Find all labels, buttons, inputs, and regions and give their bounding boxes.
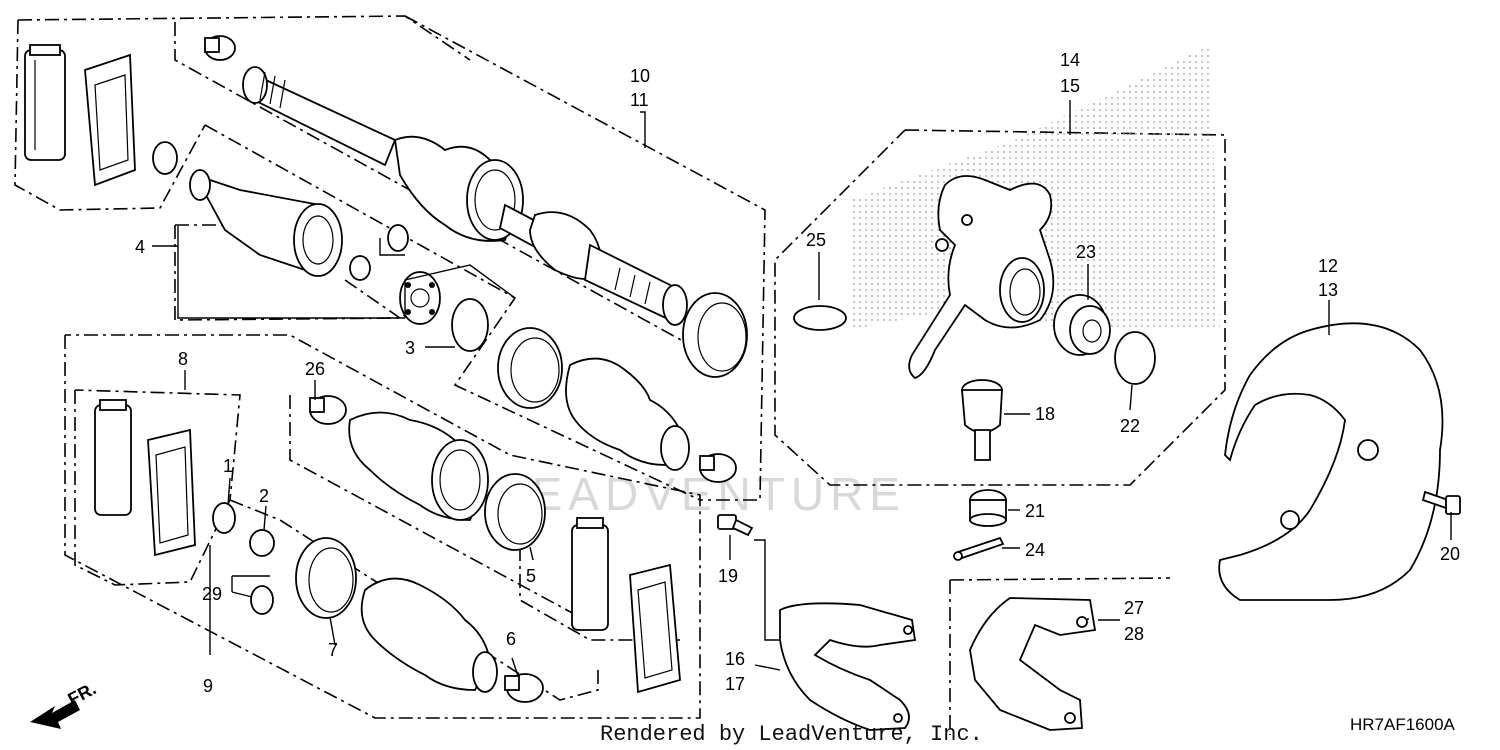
callout-13: 13 bbox=[1318, 280, 1338, 300]
grease-tube-lower bbox=[94, 399, 132, 516]
callout-1: 1 bbox=[223, 456, 233, 476]
callout-8: 8 bbox=[178, 349, 188, 369]
snap-ring-2 bbox=[249, 529, 275, 557]
axle-shaft bbox=[242, 66, 688, 326]
wheel-bearing bbox=[1053, 294, 1111, 356]
cotter-pin bbox=[953, 536, 1005, 561]
front-direction-arrow bbox=[30, 700, 80, 729]
callout-11: 11 bbox=[630, 90, 649, 110]
callout-6: 6 bbox=[506, 629, 516, 649]
grease-sachet-lower bbox=[147, 428, 196, 557]
bolt-19 bbox=[717, 514, 754, 537]
grease-tube-top bbox=[24, 44, 66, 161]
callout-2: 2 bbox=[259, 486, 269, 506]
circlip-top bbox=[152, 141, 178, 175]
callout-18: 18 bbox=[1035, 404, 1055, 424]
callout-24: 24 bbox=[1025, 540, 1045, 560]
bolt-20 bbox=[1421, 490, 1461, 515]
callout-23: 23 bbox=[1076, 242, 1096, 262]
clamp-6 bbox=[504, 673, 544, 703]
leader-lines bbox=[152, 100, 1452, 677]
clamp-mid bbox=[699, 453, 737, 483]
callout-29: 29 bbox=[202, 584, 222, 604]
inner-joint-housing bbox=[189, 169, 343, 277]
callout-5: 5 bbox=[526, 566, 536, 586]
callout-21: 21 bbox=[1025, 501, 1045, 521]
clamp-top bbox=[204, 35, 236, 61]
grease-tube-right bbox=[571, 517, 609, 631]
callout-15: 15 bbox=[1060, 76, 1080, 96]
ball-joint bbox=[961, 379, 1003, 461]
callout-20: 20 bbox=[1440, 544, 1460, 564]
callout-25: 25 bbox=[806, 230, 826, 250]
boot-inner bbox=[360, 577, 498, 693]
diagram-code: HR7AF1600A bbox=[1350, 715, 1456, 734]
circlip-3 bbox=[451, 298, 489, 352]
callout-9: 9 bbox=[203, 676, 213, 696]
callout-10: 10 bbox=[630, 66, 650, 86]
grease-sachet-right bbox=[629, 563, 681, 694]
snap-ring-small-1 bbox=[349, 255, 371, 281]
callout-labels: 10 11 4 3 14 15 25 23 12 13 18 22 21 24 … bbox=[135, 50, 1460, 696]
clamp-26 bbox=[309, 395, 347, 425]
callout-3: 3 bbox=[405, 338, 415, 358]
boot-lower bbox=[348, 411, 489, 521]
snap-ring-small-2 bbox=[387, 224, 409, 252]
callout-22: 22 bbox=[1120, 416, 1140, 436]
bearing-cage bbox=[399, 271, 441, 325]
boot-band-7 bbox=[295, 537, 357, 619]
circlip-29 bbox=[250, 585, 274, 615]
steering-knuckle bbox=[908, 175, 1055, 379]
circlip-1 bbox=[212, 502, 236, 534]
callout-17: 17 bbox=[725, 674, 745, 694]
callout-4: 4 bbox=[135, 237, 145, 257]
callout-14: 14 bbox=[1060, 50, 1080, 70]
clamp-band-large bbox=[682, 292, 748, 378]
callout-19: 19 bbox=[718, 566, 738, 586]
bracket-16 bbox=[779, 602, 917, 731]
credit-text: Rendered by LeadVenture, Inc. bbox=[600, 722, 983, 747]
castle-nut bbox=[969, 489, 1007, 527]
grease-sachet-top bbox=[84, 53, 136, 187]
callout-26: 26 bbox=[305, 359, 325, 379]
disc-shield bbox=[1218, 322, 1444, 601]
callout-7: 7 bbox=[328, 640, 338, 660]
group-outlines bbox=[14, 15, 1226, 735]
callout-28: 28 bbox=[1124, 624, 1144, 644]
boot-band-5 bbox=[484, 473, 546, 551]
callout-12: 12 bbox=[1318, 256, 1338, 276]
callout-16: 16 bbox=[725, 649, 745, 669]
clip-25 bbox=[793, 305, 847, 331]
boot-mid bbox=[565, 357, 690, 471]
boot-band-mid bbox=[497, 327, 563, 409]
circlip-22 bbox=[1114, 331, 1156, 385]
callout-27: 27 bbox=[1124, 598, 1144, 618]
bracket-27 bbox=[969, 597, 1097, 731]
